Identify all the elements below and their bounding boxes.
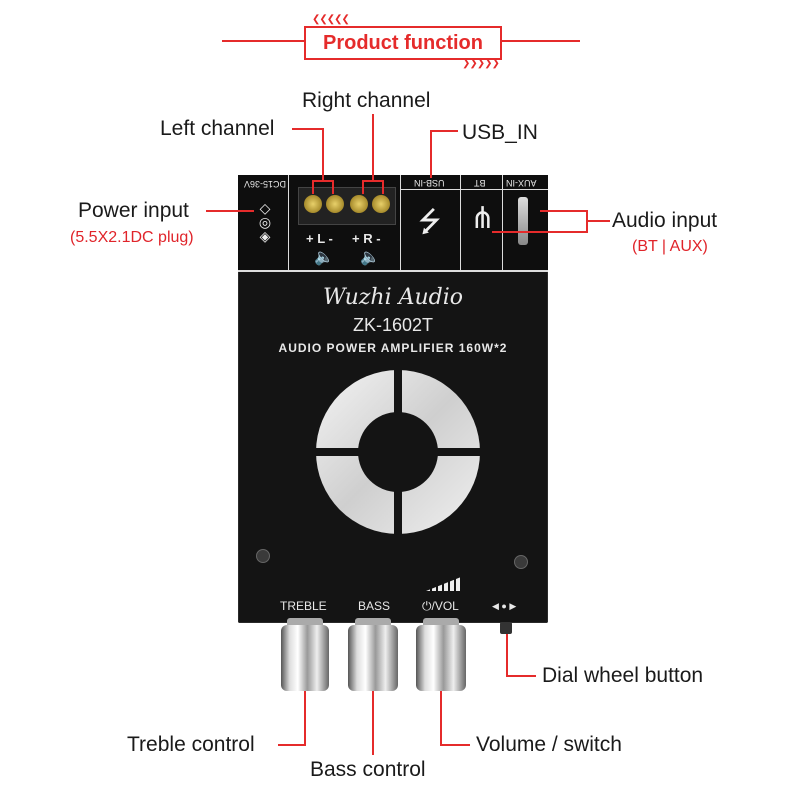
treble-line-v [304,691,306,745]
bt-antenna-icon: ⋔ [470,202,496,235]
label-right-channel: Right channel [302,89,431,112]
dial-line-h [506,675,536,677]
audio-line-h [586,220,610,222]
label-bass-control: Bass control [310,758,426,781]
amplifier-board: DC15-36V ◇◎◈ + L - + R - 🔈 🔈 USB-IN ⭍ BT… [238,175,548,623]
dial-wheel-button[interactable] [500,622,512,634]
usb-icon: ⭍ [418,206,442,237]
label-audio-input-sub: (BT | AUX) [632,238,708,255]
label-left-channel: Left channel [160,117,275,140]
title-arrows-left: ❮❮❮❮❮ [312,14,350,25]
left-channel-bracket-r [332,180,334,194]
model-number: ZK-1602T [352,315,434,335]
treble-label: TREBLE [280,599,327,613]
usb-label: USB-IN [414,178,445,188]
label-audio-input: Audio input [612,209,718,232]
vol-label: ⏻/VOL [422,599,459,613]
bass-knob[interactable] [348,625,398,691]
board-subtitle: AUDIO POWER AMPLIFIER 160W*2 [278,341,508,355]
right-channel-bracket [362,180,384,182]
treble-knob[interactable] [281,625,329,691]
title-rule-left [222,40,304,42]
screw-right [514,555,528,569]
heatsink [313,367,483,537]
label-treble-control: Treble control [127,733,255,756]
label-power-input-sub: (5.5X2.1DC plug) [70,229,194,246]
left-channel-line-h [292,128,324,130]
left-channel-bracket-l [312,180,314,194]
label-dial-wheel: Dial wheel button [542,664,704,687]
right-channel-bracket-r [382,180,384,194]
label-usb-in: USB_IN [462,121,538,144]
label-power-input: Power input [78,199,189,222]
volume-line-v [440,691,442,745]
terminal-screw-3 [350,195,368,213]
terminal-screw-4 [372,195,390,213]
page-title: Product function [323,31,483,54]
screw-left [256,549,270,563]
volume-line-h [440,744,470,746]
volume-bars-icon [426,575,466,591]
dc-label: DC15-36V [244,179,287,189]
connector-divider-1 [288,175,289,270]
terminal-screw-1 [304,195,322,213]
connector-header-line [400,189,548,190]
dial-line-v [506,634,508,676]
audio-line-v [586,210,588,232]
terminal-screw-2 [326,195,344,213]
brand-logo: Wuzhi Audio [322,285,464,310]
bass-label: BASS [358,599,391,613]
bt-label: BT [474,178,486,188]
connector-divider-2 [400,175,401,270]
right-terminal-label: + R - [352,231,381,246]
dial-arrows: ◀ ● ▶ [492,601,517,611]
connector-divider-4 [502,175,503,270]
left-channel-line-v [322,128,324,180]
label-volume-switch: Volume / switch [476,733,622,756]
connector-divider-3 [460,175,461,270]
treble-line-h [278,744,306,746]
title-rule-right [498,40,580,42]
right-channel-bracket-l [362,180,364,194]
speaker-icon-right: 🔈 [360,249,380,266]
audio-line-bottom [492,231,588,233]
usb-line-v [430,130,432,178]
dc-jack-icon: ◇◎◈ [258,200,272,244]
audio-line-top [540,210,588,212]
title-box: Product function [304,26,502,60]
power-line [206,210,254,212]
usb-line-h [430,130,458,132]
left-channel-bracket [312,180,334,182]
volume-knob[interactable] [416,625,466,691]
bass-line-v [372,691,374,755]
aux-label: AUX-IN [506,178,537,188]
left-terminal-label: + L - [306,231,333,246]
right-channel-line-v [372,114,374,180]
speaker-icon-left: 🔈 [314,249,334,266]
aux-jack-icon [518,197,528,245]
title-arrows-right: ❯❯❯❯❯ [462,58,500,69]
